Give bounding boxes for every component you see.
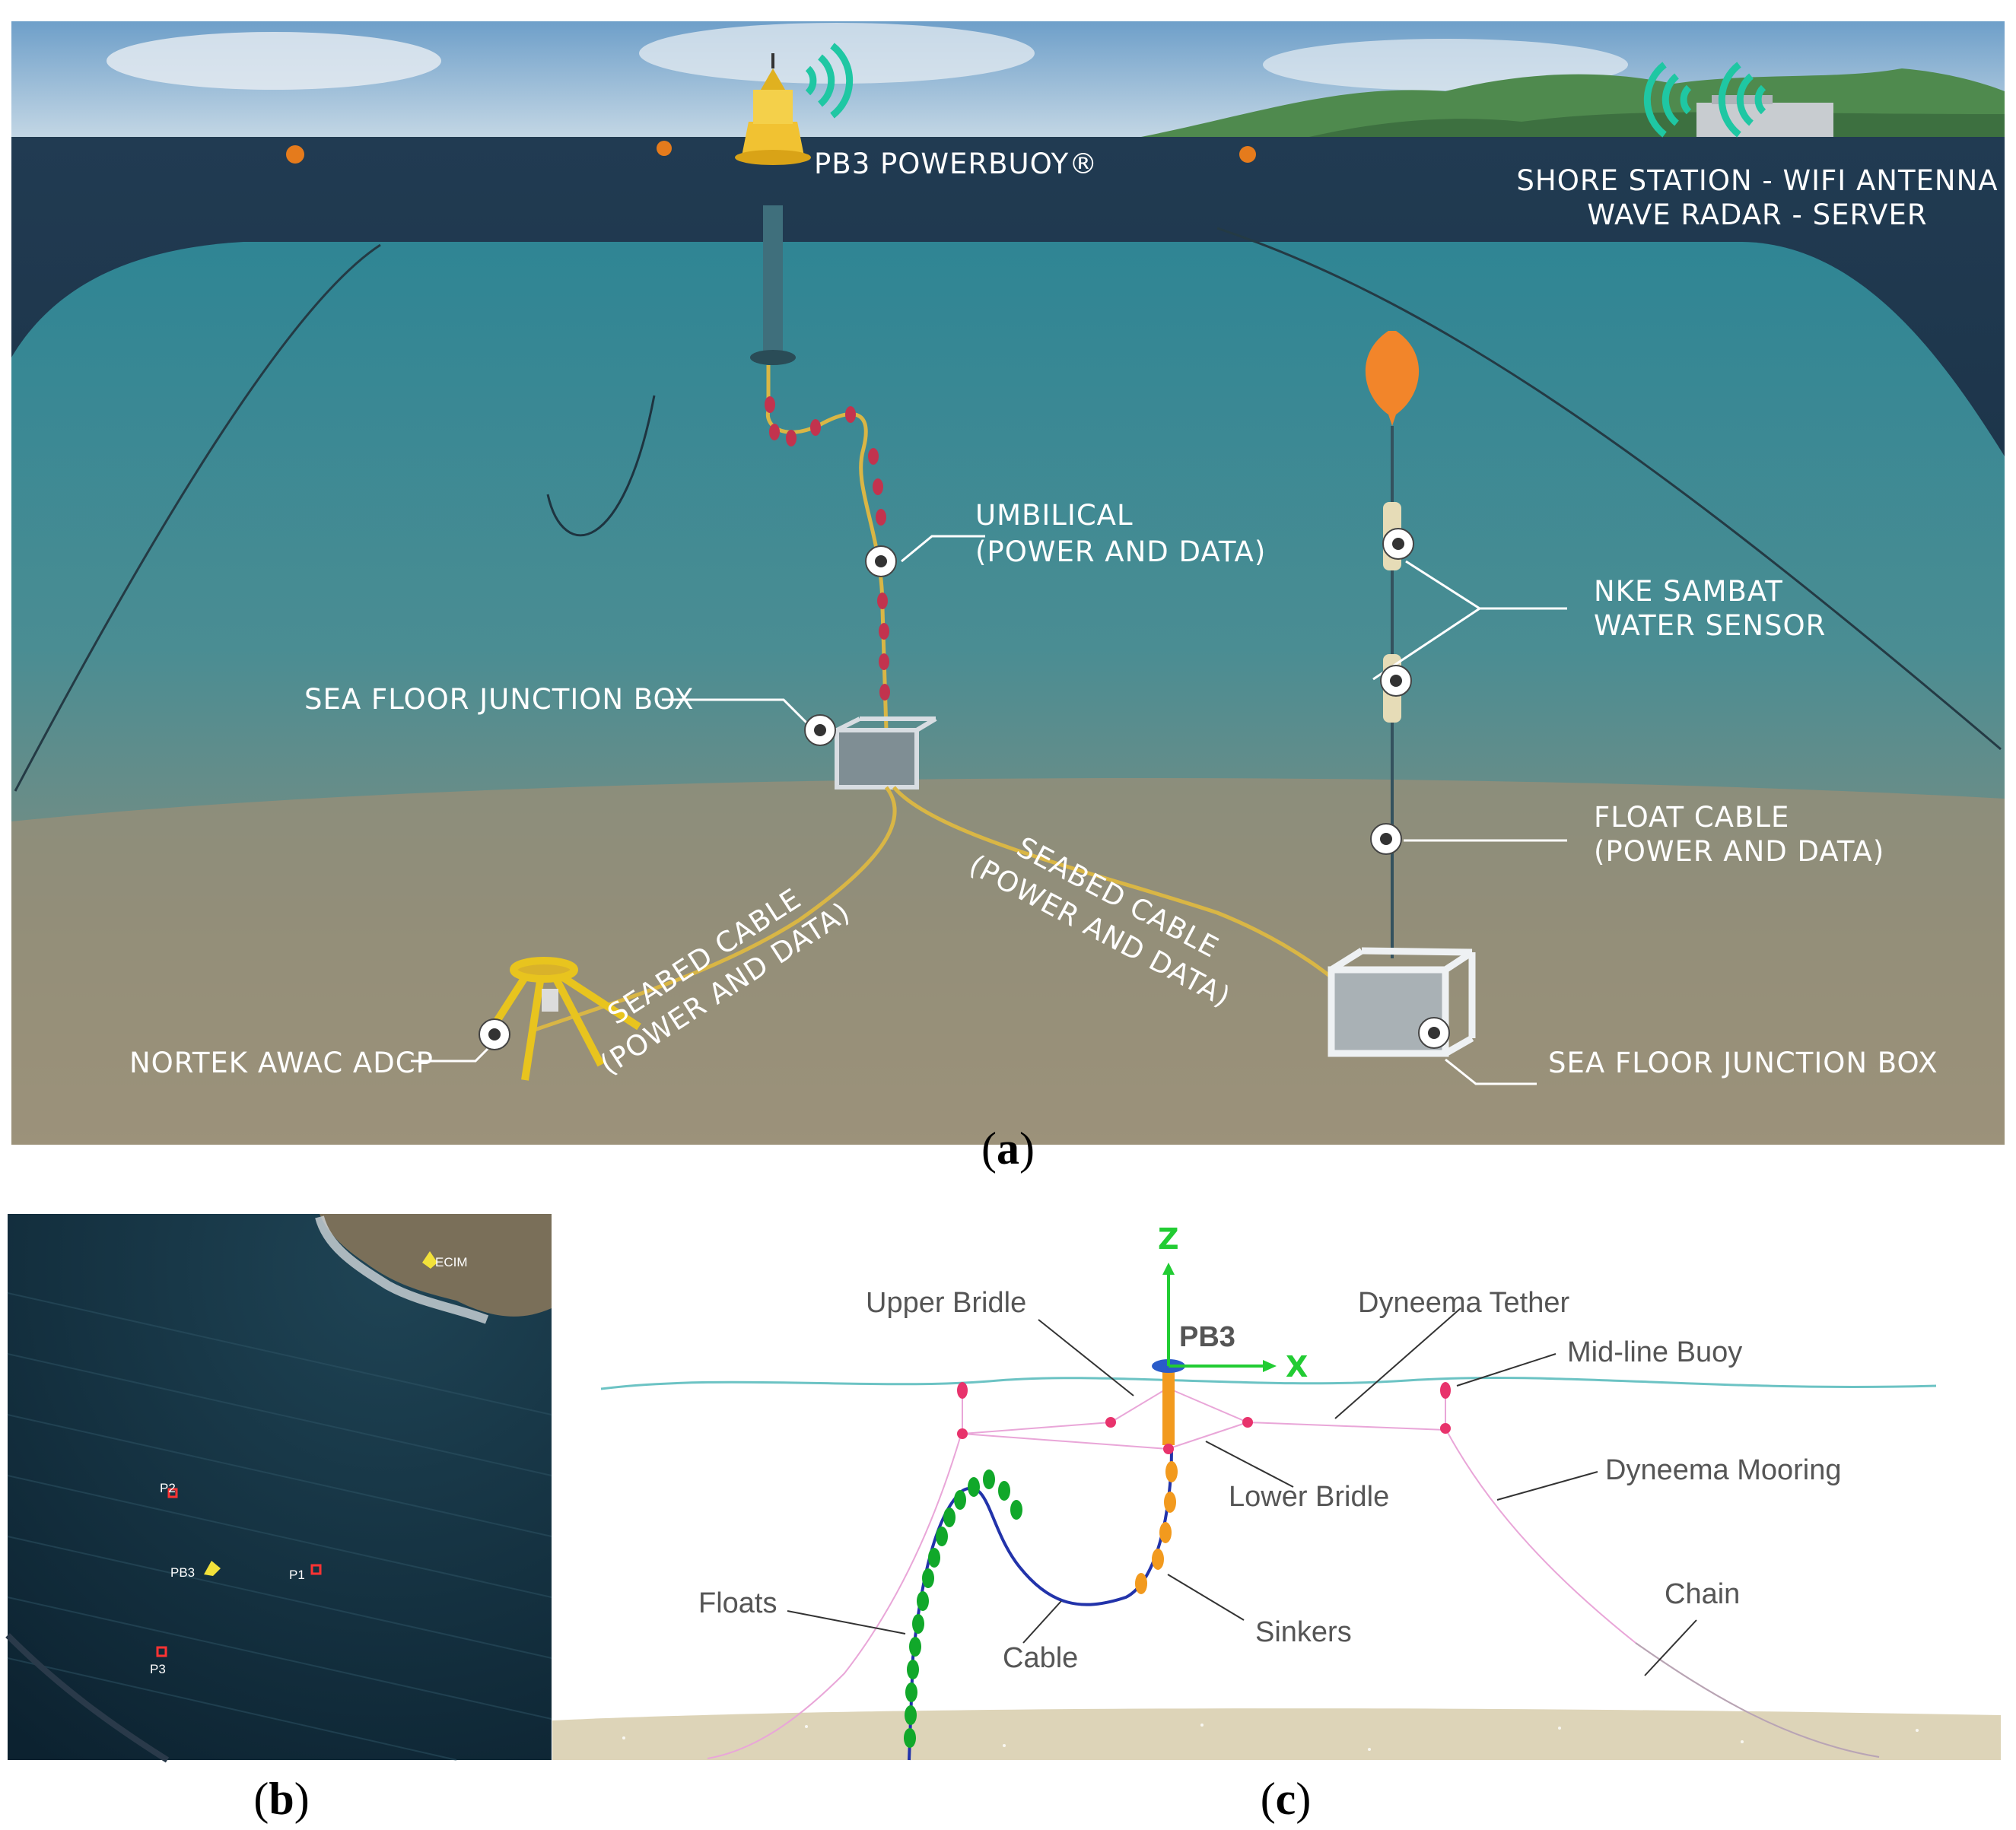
- junction-box-left: [835, 716, 937, 790]
- powerbuoy: [735, 53, 811, 365]
- float-bead: [922, 1568, 934, 1588]
- label-powerbuoy: PB3 POWERBUOY®: [814, 148, 1098, 180]
- float-bead: [936, 1527, 948, 1546]
- label-sinkers: Sinkers: [1255, 1616, 1352, 1648]
- caption-c: (c): [1261, 1774, 1312, 1824]
- cable: [908, 1448, 1173, 1761]
- map-wave-texture: [7, 1292, 552, 1761]
- label-pb3: PB3: [1179, 1321, 1235, 1353]
- float-bead: [912, 1614, 924, 1634]
- label-umbilical-line-2: (POWER AND DATA): [975, 535, 1266, 568]
- sand-floor: [11, 777, 2005, 1145]
- sinker-beads: [1135, 1461, 1178, 1594]
- map-sea: [8, 1214, 552, 1760]
- mooring-line-left-loop: [546, 395, 656, 537]
- map-marker-p2: [167, 1488, 178, 1498]
- map-surf: [315, 1215, 489, 1324]
- surface-buoy: [286, 145, 304, 164]
- map-label-ecim: ECIM: [435, 1255, 468, 1269]
- caption-b: (b): [253, 1774, 309, 1824]
- pin-icon: [204, 1561, 221, 1576]
- float-bead: [904, 1728, 916, 1748]
- caption-a: (a): [981, 1123, 1035, 1174]
- callout-marker-dots: [488, 538, 1440, 1040]
- float-bead: [905, 1705, 917, 1725]
- cloud: [107, 32, 441, 90]
- surface-buoy: [657, 141, 672, 156]
- float-bead: [954, 1490, 966, 1510]
- water-surface: [600, 1377, 1937, 1390]
- map-label-p3: P3: [150, 1662, 166, 1676]
- mooring-line-right: [1216, 227, 2002, 751]
- float-bead: [968, 1477, 980, 1497]
- label-nke-line-1: NKE SAMBAT: [1594, 575, 1783, 608]
- label-umbilical-line-1: UMBILICAL: [975, 499, 1134, 532]
- map-label-p1: P1: [289, 1568, 305, 1582]
- label-shore-station-line-2: WAVE RADAR - SERVER: [1587, 199, 1927, 231]
- seabed-cable-right: [892, 786, 1363, 1006]
- float-bead: [907, 1660, 919, 1679]
- umbilical-floats: [765, 396, 890, 701]
- mooring-line-left: [707, 1429, 963, 1759]
- wifi-icon: [1718, 62, 1766, 138]
- map-marker-p3: [156, 1646, 167, 1657]
- float-bead: [928, 1548, 940, 1568]
- adcp-sensor: [542, 989, 558, 1012]
- map-label-p2: P2: [160, 1481, 176, 1495]
- upper-bridle-lines: [962, 1387, 1446, 1435]
- wifi-icon: [1643, 62, 1692, 138]
- panel-a-illustration: PB3 POWERBUOY® SHORE STATION - WIFI ANTE…: [11, 21, 2005, 1145]
- map-label-pb3: PB3: [170, 1565, 195, 1580]
- float-bead: [909, 1637, 921, 1657]
- float-bead: [917, 1591, 929, 1611]
- nortek-adcp-frame: [487, 957, 641, 1081]
- label-lower-bridle: Lower Bridle: [1229, 1481, 1389, 1513]
- axis-label-x: X: [1286, 1350, 1308, 1384]
- junction-box-right: [1328, 947, 1476, 1057]
- float-bead: [943, 1508, 956, 1527]
- panel-c-schematic: Z X PB3: [552, 1222, 2001, 1761]
- map-coastline: [320, 1214, 552, 1317]
- map-marker-p1: [310, 1564, 322, 1575]
- bridle-nodes: [957, 1382, 1451, 1454]
- float-bead: [905, 1682, 917, 1702]
- label-cable: Cable: [1003, 1642, 1078, 1674]
- wifi-icon: [805, 43, 854, 119]
- sand-specks: [622, 1724, 1919, 1751]
- lower-bridle-lines: [962, 1422, 1248, 1450]
- label-junction-box-right: SEA FLOOR JUNCTION BOX: [1548, 1047, 1938, 1079]
- z-axis-arrowhead: [1162, 1263, 1175, 1275]
- label-float-cable-line-1: FLOAT CABLE: [1594, 801, 1789, 834]
- orange-float: [1365, 331, 1420, 426]
- mooring-line-left: [14, 243, 381, 792]
- label-nke-line-2: WATER SENSOR: [1594, 609, 1826, 642]
- umbilical-cable: [765, 365, 889, 731]
- float-bead: [983, 1469, 995, 1489]
- x-axis-arrowhead: [1263, 1360, 1277, 1372]
- label-floats: Floats: [698, 1587, 777, 1619]
- map-dark-channel: [5, 1633, 170, 1763]
- chain: [1635, 1642, 1880, 1758]
- label-midline-buoy: Mid-line Buoy: [1567, 1336, 1742, 1368]
- label-dyneema-mooring: Dyneema Mooring: [1605, 1454, 1841, 1486]
- label-shore-station-line-1: SHORE STATION - WIFI ANTENNA: [1516, 164, 1998, 197]
- label-upper-bridle: Upper Bridle: [866, 1287, 1026, 1319]
- shore-building: [1696, 103, 1833, 137]
- label-float-cable-line-2: (POWER AND DATA): [1594, 835, 1884, 868]
- float-bead: [1010, 1500, 1022, 1520]
- float-bead: [998, 1481, 1010, 1501]
- label-dyneema-tether: Dyneema Tether: [1358, 1287, 1569, 1319]
- pb3-spar: [1162, 1369, 1175, 1445]
- surface-buoy: [1239, 146, 1256, 163]
- label-chain: Chain: [1665, 1578, 1740, 1610]
- panel-b-map: ECIM P2 PB3 P1 P3: [5, 1214, 552, 1763]
- label-junction-box-left: SEA FLOOR JUNCTION BOX: [304, 683, 695, 716]
- float-beads: [904, 1469, 1022, 1748]
- label-nortek-adcp: NORTEK AWAC ADCP: [129, 1047, 434, 1079]
- pin-icon: [422, 1251, 437, 1269]
- label-arrows: [787, 1307, 1697, 1676]
- axis-label-z: Z: [1158, 1222, 1179, 1256]
